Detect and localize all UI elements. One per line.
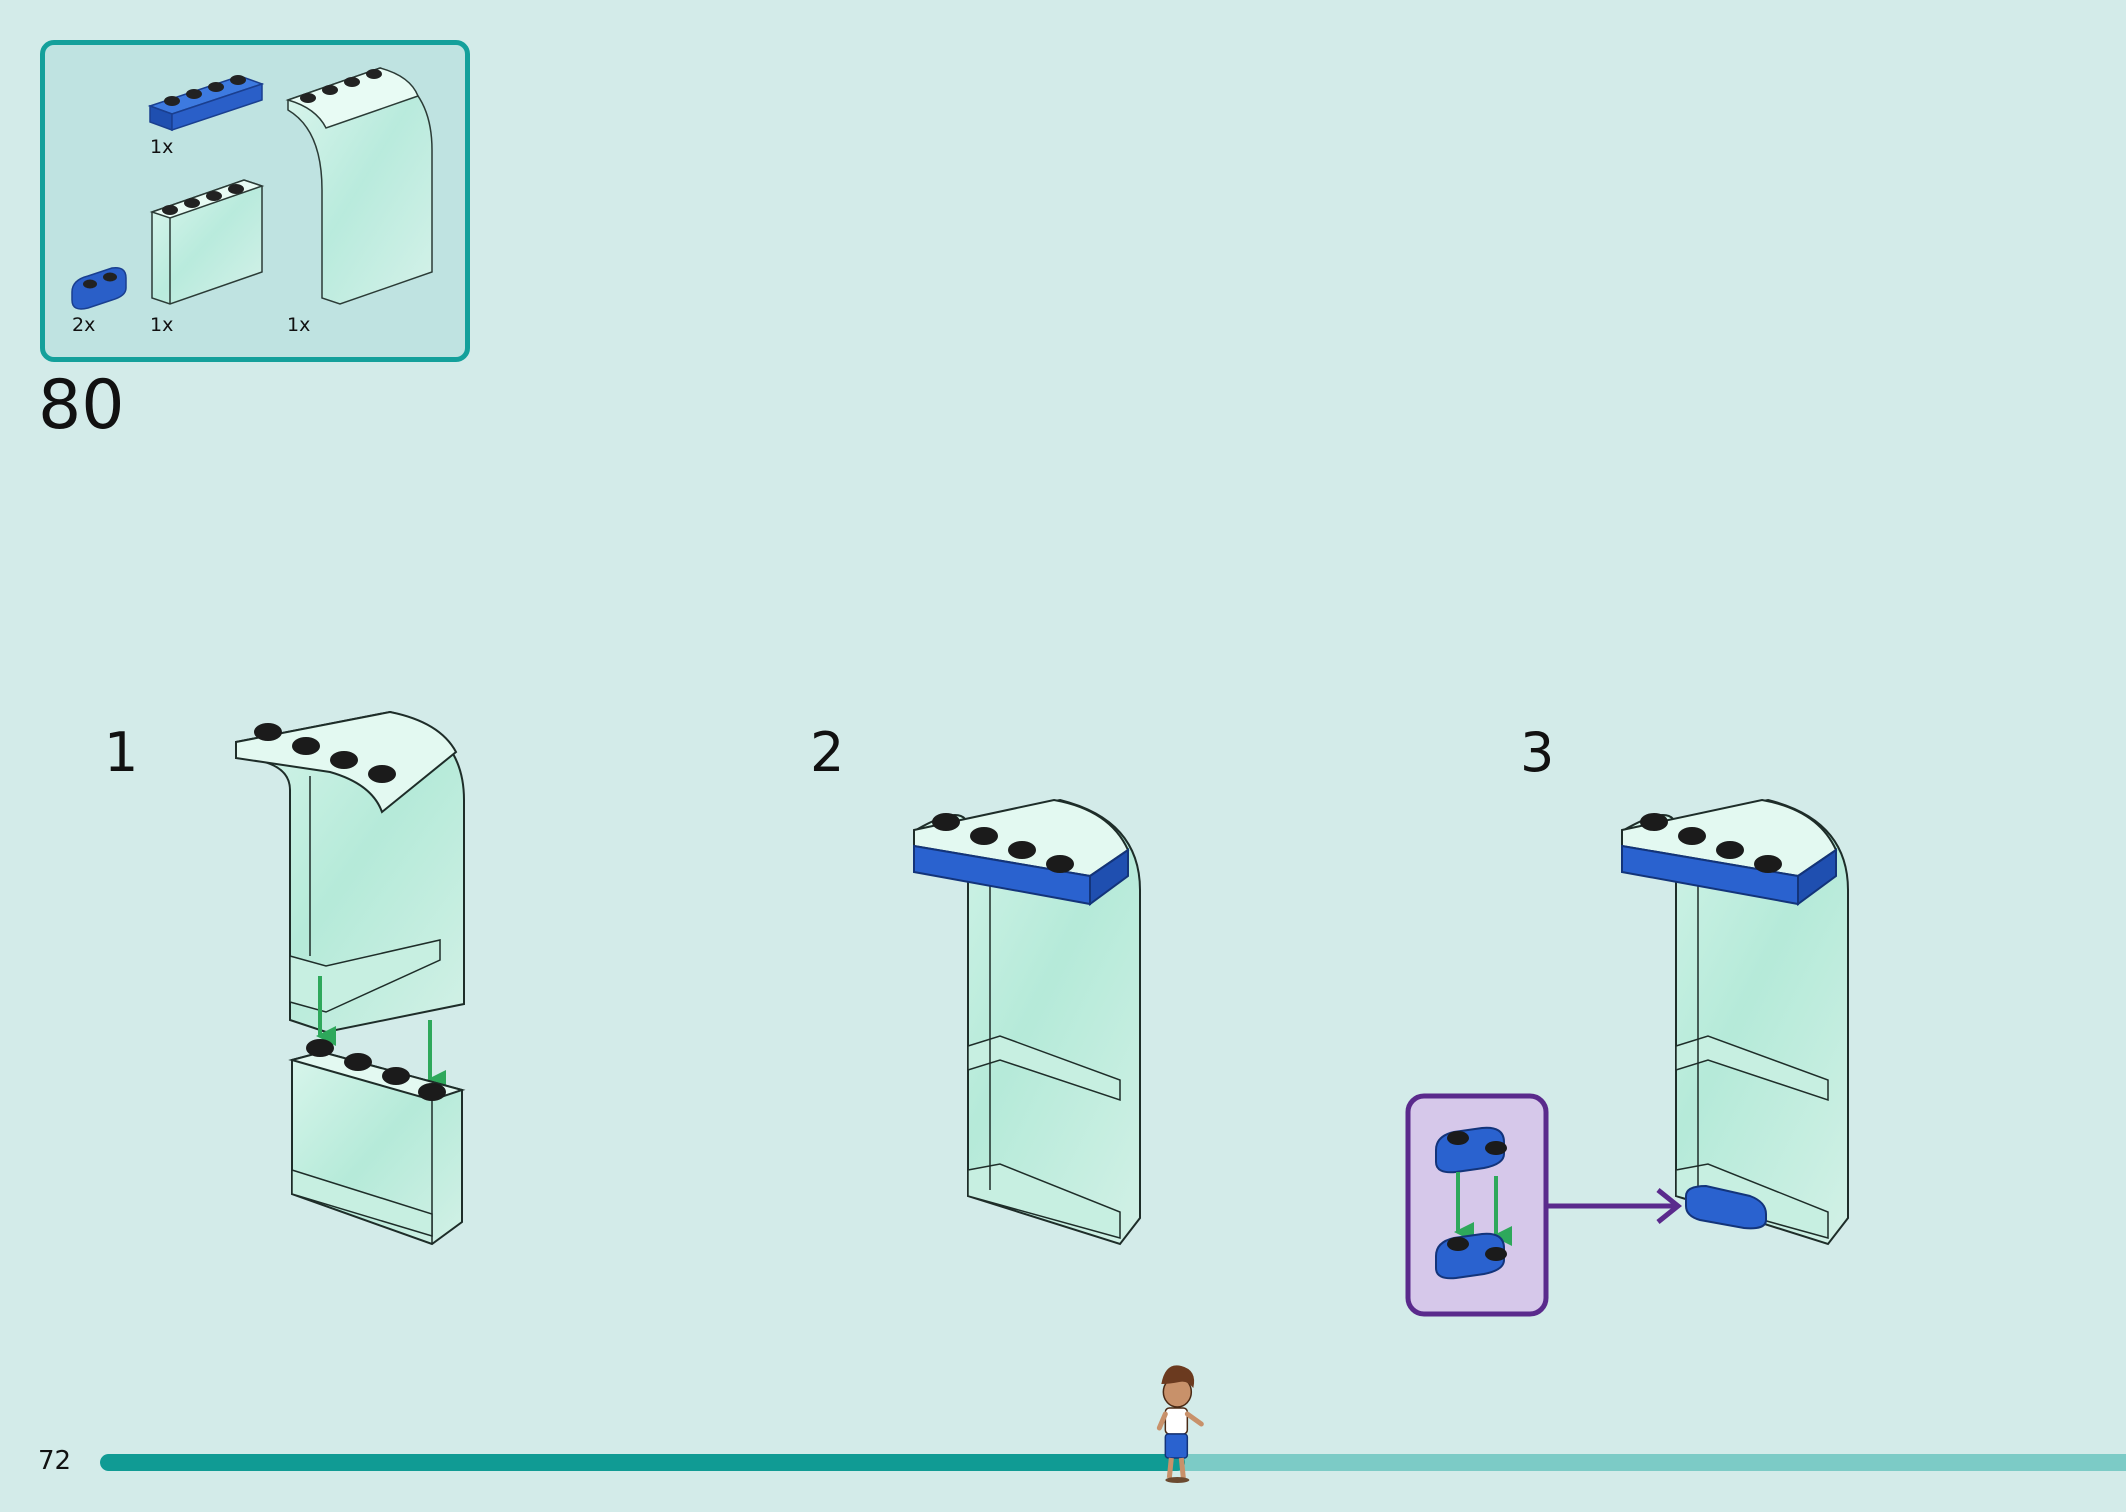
- part-qty-curved-panel: 1x: [287, 314, 311, 336]
- substep-label-1: 1: [104, 721, 139, 784]
- substep-1-lower-panel: [288, 1039, 466, 1246]
- substep-3-assembly: [1621, 798, 1849, 1246]
- trans-clear-panel-icon: [149, 179, 265, 305]
- blue-plate-1x2-rounded-icon: [71, 266, 127, 310]
- progress-bar-fill: [100, 1454, 1186, 1471]
- substep-1-curved-panel: [235, 710, 465, 1034]
- step-number: 80: [38, 366, 125, 445]
- substep-3-callout: [1405, 1093, 1549, 1317]
- substep-3-callout-arrow: [1546, 1188, 1683, 1224]
- substep-2-assembly: [913, 798, 1141, 1246]
- blue-plate-1x4-icon: [147, 75, 265, 132]
- part-qty-panel: 1x: [150, 314, 174, 336]
- trans-clear-curved-panel-icon: [285, 67, 433, 305]
- substep-label-3: 3: [1520, 721, 1555, 784]
- part-qty-blue-plate-1x4: 1x: [150, 136, 174, 158]
- progress-bar: [100, 1454, 2126, 1471]
- part-qty-blue-plate-1x2: 2x: [72, 314, 96, 336]
- page-number: 72: [38, 1446, 72, 1476]
- substep-label-2: 2: [810, 721, 845, 784]
